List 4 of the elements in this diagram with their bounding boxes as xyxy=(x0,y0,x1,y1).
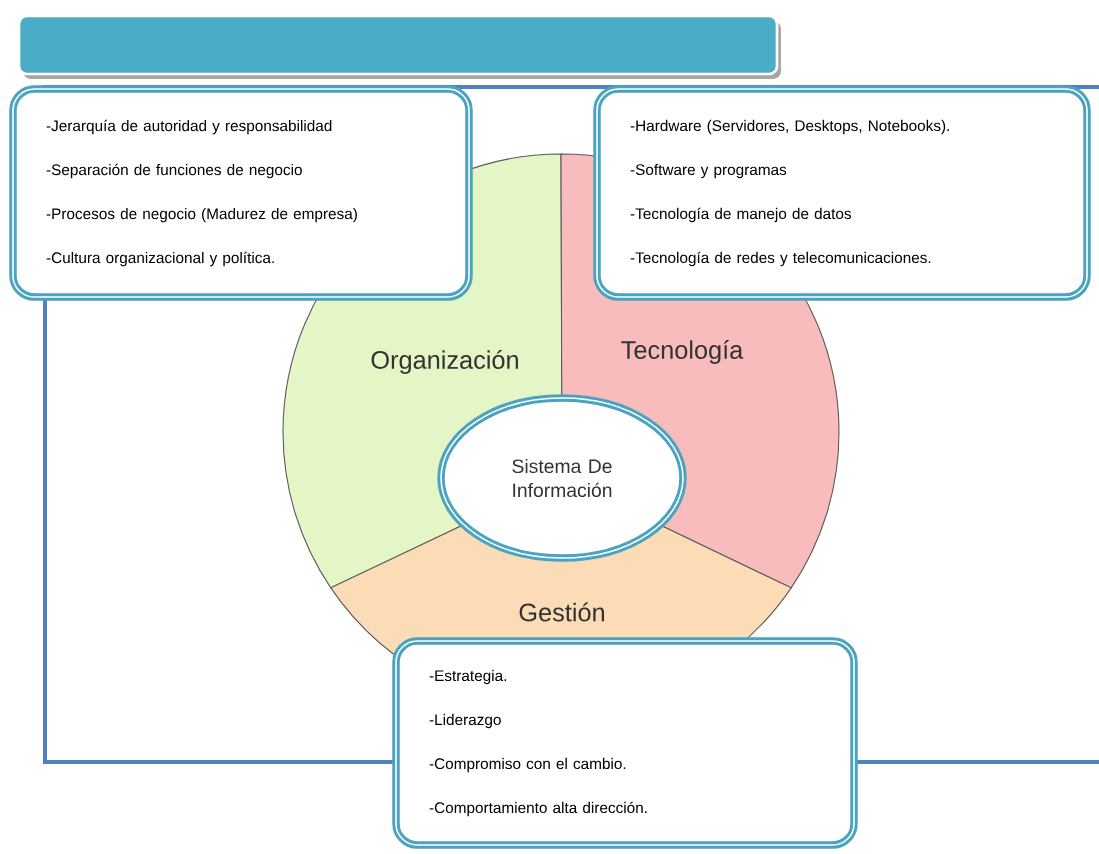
text-box: -Jerarquía de autoridad y responsabilidad -Separación de funciones de negocio -Procesos de negocio (Madurez de empresa) -Cultura organizacional y política. xyxy=(9,85,473,301)
text-box: -Hardware (Servidores, Desktops, Notebooks). -Software y programas -Tecnología de manejo de datos -Tecnología de redes y telecomunicaciones. xyxy=(593,85,1091,301)
title-bar xyxy=(17,14,781,79)
text-box: -Estrategia. -Liderazgo -Compromiso con el cambio. -Comportamiento alta dirección. xyxy=(392,637,858,849)
